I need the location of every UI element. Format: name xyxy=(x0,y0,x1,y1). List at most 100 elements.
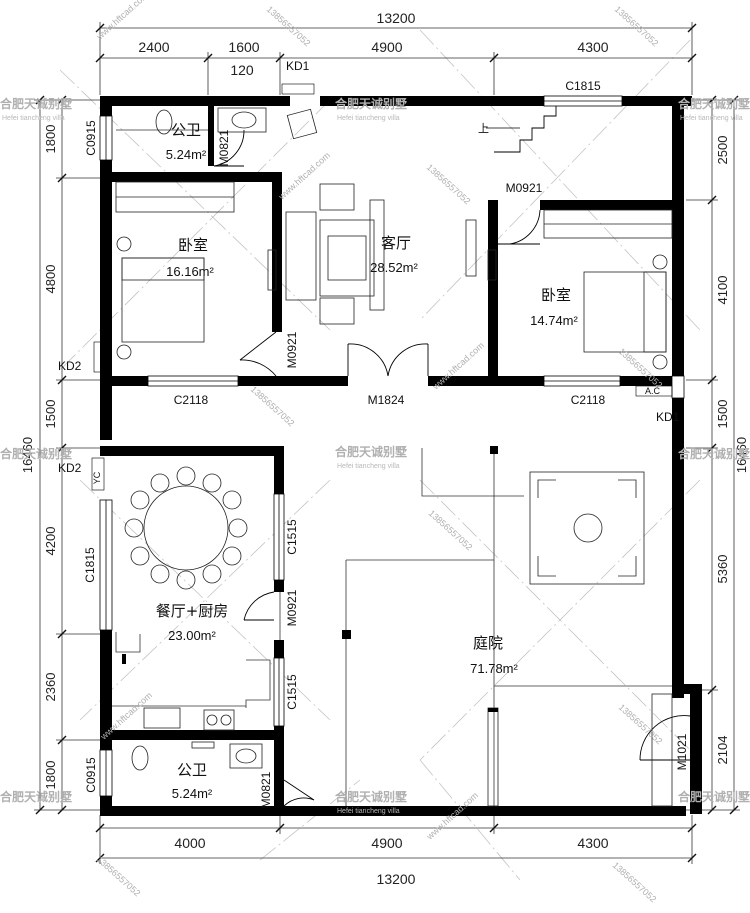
watermark-brand-en-top-center: Hefei tiancheng villa xyxy=(337,115,400,122)
label-yc: YC xyxy=(92,471,102,484)
yc-box xyxy=(91,457,105,491)
watermark-lines xyxy=(59,29,701,881)
room-area-courtyard: 71.78m² xyxy=(470,661,518,676)
sink-bottom-icon xyxy=(229,743,263,769)
dim-top-total: 13200 xyxy=(377,10,416,26)
dim-left-1800b: 1800 xyxy=(43,761,58,790)
label-c1515-upper: C1515 xyxy=(285,519,299,555)
room-area-bedroom-right: 14.74m² xyxy=(530,313,578,328)
label-kd1-right: KD1 xyxy=(656,410,680,424)
watermark-brand-mid-left: 合肥天诚别墅 xyxy=(0,446,72,461)
watermark-phone-1: 13856557052 xyxy=(265,4,313,48)
dim-left-2360: 2360 xyxy=(43,673,58,702)
label-m1021: M1021 xyxy=(675,733,689,770)
room-name-dining-kitchen: 餐厅+厨房 xyxy=(156,602,229,620)
watermark-brand-en-mid-center: Hefei tiancheng villa xyxy=(337,463,400,470)
watermark-brand-bottom-right: 合肥天诚别墅 xyxy=(678,789,750,804)
yc-box-upper xyxy=(93,341,107,373)
doors xyxy=(213,106,691,807)
furniture xyxy=(115,107,673,807)
dim-right-1500: 1500 xyxy=(715,400,730,429)
dim-top-120: 120 xyxy=(230,62,254,78)
label-c0915-top: C0915 xyxy=(84,120,98,156)
watermark-brand-mid-center: 合肥天诚别墅 xyxy=(335,444,407,459)
dim-right-2104: 2104 xyxy=(715,736,730,765)
label-m0921-right: M0921 xyxy=(506,181,543,195)
watermark-brand-mid-right: 合肥天诚别墅 xyxy=(678,446,750,461)
stove-icon xyxy=(143,707,181,729)
dim-bottom-4000: 4000 xyxy=(174,835,205,851)
room-name-bedroom-left: 卧室 xyxy=(178,236,208,254)
label-c1815-left: C1815 xyxy=(83,547,97,583)
room-area-dining-kitchen: 23.00m² xyxy=(168,628,216,643)
watermark-phone-2: 13856557052 xyxy=(613,4,661,48)
watermark-brand-top-left: 合肥天诚别墅 xyxy=(0,96,72,111)
label-kd2-lower: KD2 xyxy=(58,461,82,475)
dim-left-1500: 1500 xyxy=(43,400,58,429)
watermark-phone-9: 13856557052 xyxy=(611,860,659,904)
stair-up-label: 上 xyxy=(478,122,489,135)
dim-top-4300: 4300 xyxy=(577,39,608,55)
pavilion-icon xyxy=(529,471,645,585)
fills xyxy=(122,654,498,712)
watermark-phone-5: 13856557052 xyxy=(249,384,297,428)
toilet-icon xyxy=(155,109,173,135)
watermark-brand-en-bottom-center: Hefei tiancheng villa xyxy=(337,808,400,815)
label-c1515-lower: C1515 xyxy=(285,674,299,710)
label-m1824: M1824 xyxy=(368,393,405,407)
watermark-brand-top-right: 合肥天诚别墅 xyxy=(678,96,750,111)
dim-right-4100: 4100 xyxy=(715,276,730,305)
room-name-living: 客厅 xyxy=(381,234,411,252)
dim-left-4200: 4200 xyxy=(43,527,58,556)
dining-chairs xyxy=(124,466,248,590)
tv-icon xyxy=(465,219,477,277)
sink-icon xyxy=(217,107,267,133)
dimension-ticks xyxy=(35,23,739,863)
watermark-brand-bottom-left: 合肥天诚别墅 xyxy=(0,789,72,804)
room-area-wc-top: 5.24m² xyxy=(166,147,207,162)
dim-top-2400: 2400 xyxy=(138,39,169,55)
watermark-phone-3: 13856557052 xyxy=(425,162,473,206)
cooktop-icon xyxy=(203,709,235,731)
label-kd1-top: KD1 xyxy=(286,59,310,73)
watermark-brand-bottom-center: 合肥天诚别墅 xyxy=(335,789,407,804)
bed-right-icon xyxy=(583,271,667,353)
label-c2118-left: C2118 xyxy=(174,393,209,407)
ac-box-right xyxy=(635,385,673,397)
dim-left-4800: 4800 xyxy=(43,265,58,294)
room-name-wc-bottom: 公卫 xyxy=(177,761,207,779)
label-m0921-left: M0921 xyxy=(285,331,299,368)
watermark-site-2: www.hftcad.com xyxy=(276,150,332,202)
room-area-living: 28.52m² xyxy=(370,260,418,275)
watermark-brand-en-top-right: Hefei tiancheng villa xyxy=(680,115,743,122)
dim-left-1800: 1800 xyxy=(43,125,58,154)
dim-right-5360: 5360 xyxy=(715,555,730,584)
room-name-wc-top: 公卫 xyxy=(171,121,201,139)
room-name-bedroom-right: 卧室 xyxy=(541,286,571,304)
dim-right-total: 16460 xyxy=(734,437,749,473)
coffee-table-icon xyxy=(319,219,375,297)
watermark-brand-top-center: 合肥天诚别墅 xyxy=(335,96,407,111)
ac-box-top xyxy=(281,83,315,95)
dining-table-icon xyxy=(143,485,229,571)
room-name-courtyard: 庭院 xyxy=(473,634,503,652)
label-c0915-bottom: C0915 xyxy=(84,757,98,793)
watermark-site-1: www.hftcad.com xyxy=(94,0,150,42)
dim-top-1600: 1600 xyxy=(228,39,259,55)
dim-bottom-4900: 4900 xyxy=(371,835,402,851)
room-area-bedroom-left: 16.16m² xyxy=(166,264,214,279)
watermark-phone-8: 13856557052 xyxy=(95,854,143,898)
room-area-wc-bottom: 5.24m² xyxy=(172,786,213,801)
label-m0921-dining: M0921 xyxy=(285,589,299,626)
toilet-bottom-icon xyxy=(131,745,149,771)
label-ac-right: A.C xyxy=(645,386,661,396)
label-c2118-right: C2118 xyxy=(571,393,606,407)
walls xyxy=(100,96,702,816)
watermark-brand-en-top-left: Hefei tiancheng villa xyxy=(2,115,65,122)
label-c1815-top: C1815 xyxy=(565,79,601,93)
label-kd2-upper: KD2 xyxy=(58,359,82,373)
dim-left-total: 16460 xyxy=(20,437,35,473)
sofa-icon xyxy=(285,211,317,301)
dimension-lines xyxy=(34,22,740,864)
